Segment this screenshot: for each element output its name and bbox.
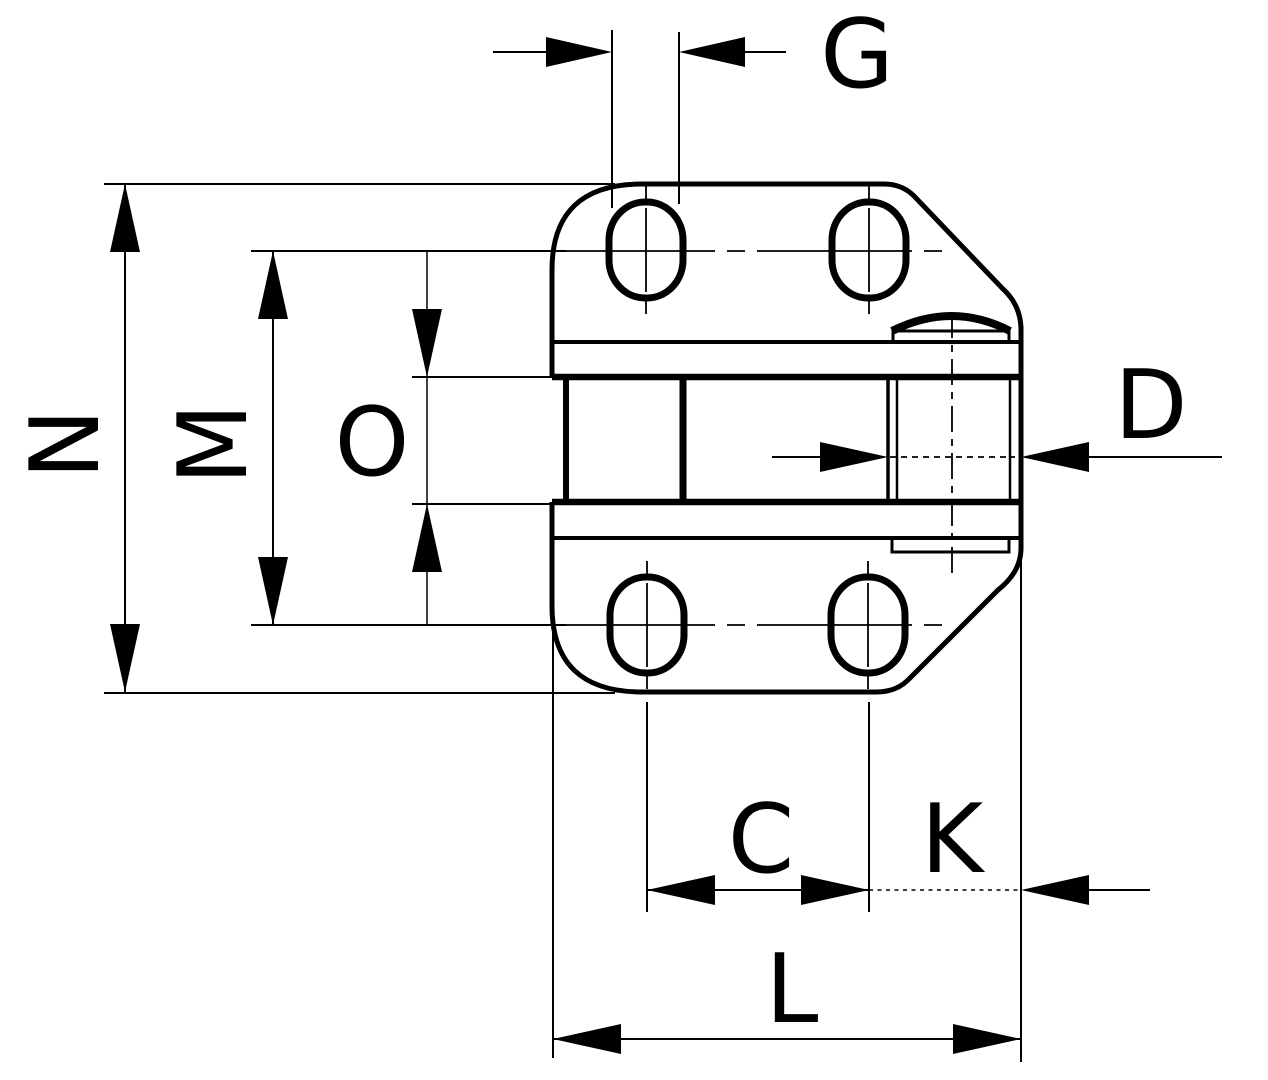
k-arrow-right (1021, 875, 1089, 905)
g-arrow-right (679, 37, 745, 67)
dimension-c: C (646, 702, 870, 912)
dim-label-g: G (820, 0, 894, 110)
pin-retainer-bottom (890, 538, 1011, 554)
n-arrow-bottom (110, 624, 140, 692)
o-arrow-top (412, 309, 442, 377)
dim-label-k: K (921, 785, 986, 895)
dimension-d: D (772, 351, 1222, 472)
dim-label-o: O (335, 388, 410, 498)
dimension-k: K (869, 785, 1150, 905)
dim-label-d: D (1114, 351, 1187, 461)
bottom-plate-outline (549, 502, 1024, 695)
dimension-g: G (493, 0, 894, 208)
mounting-hole-top-right (828, 198, 910, 302)
dim-label-n: N (11, 408, 121, 479)
dimension-n: N (11, 183, 615, 694)
n-arrow-top (110, 184, 140, 252)
o-arrow-bottom (412, 504, 442, 572)
dim-label-c: C (728, 785, 794, 895)
dimension-o: O (335, 251, 552, 625)
c-arrow-right (801, 875, 869, 905)
centerlines (560, 186, 1015, 689)
dimensions: G N M O (11, 0, 1222, 1062)
mounting-hole-top-left (605, 198, 687, 302)
c-arrow-left (647, 875, 715, 905)
top-plate-outline (549, 181, 1024, 377)
d-arrow-left (820, 442, 888, 472)
dimension-m: M (159, 250, 566, 626)
d-arrow-right (1021, 442, 1089, 472)
m-arrow-top (258, 251, 288, 319)
l-arrow-right (953, 1024, 1021, 1054)
m-arrow-bottom (258, 557, 288, 625)
clamp-part (549, 181, 1024, 695)
dim-label-l: L (766, 935, 819, 1045)
g-arrow-left (546, 37, 612, 67)
pin-retainer-top (891, 329, 1011, 343)
l-arrow-left (553, 1024, 621, 1054)
pin-head-dome (890, 312, 1012, 335)
dimension-l: L (552, 556, 1022, 1062)
dim-label-m: M (159, 403, 269, 485)
